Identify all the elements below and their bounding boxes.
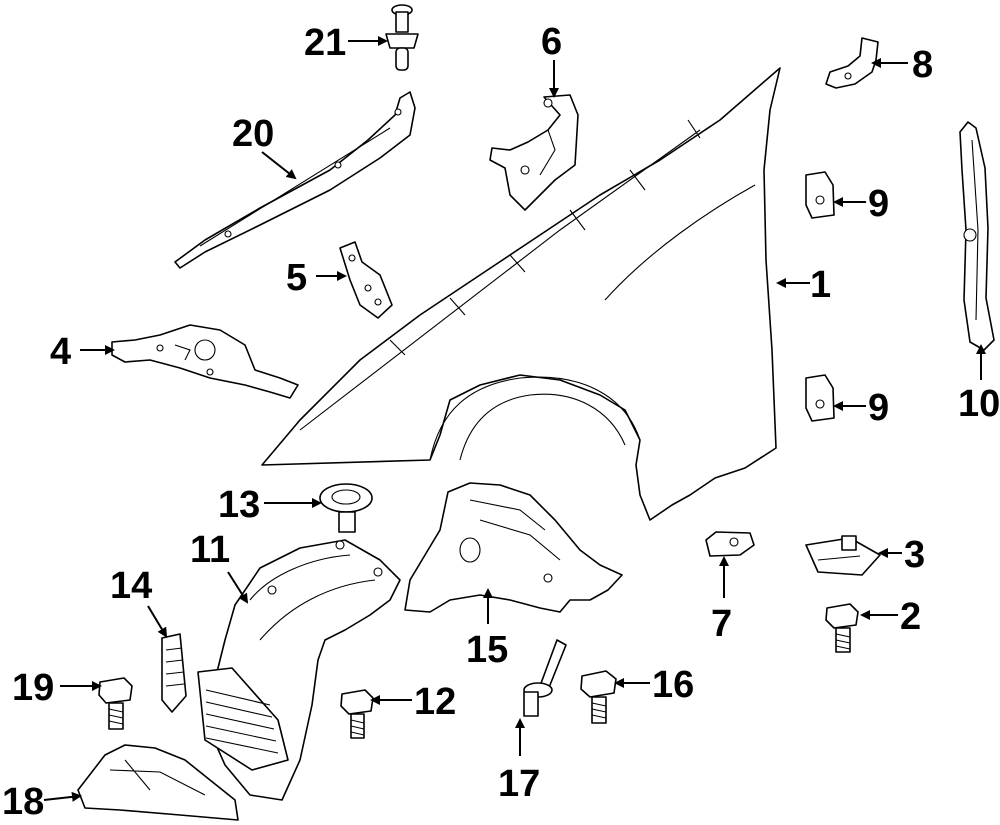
bracket-part-4[interactable] (111, 324, 299, 399)
callout-8: 8 (912, 44, 933, 86)
under-shield-part-18[interactable] (77, 744, 239, 821)
callout-15: 15 (466, 629, 508, 671)
fender-liner-part-11[interactable] (197, 539, 401, 801)
callout-21: 21 (304, 22, 346, 64)
callout-20: 20 (232, 113, 274, 155)
push-pin-part-21[interactable] (385, 4, 419, 71)
callout-6: 6 (541, 21, 562, 63)
rivet-part-17[interactable] (523, 639, 567, 717)
callout-11: 11 (190, 529, 230, 571)
callout-9-lower: 9 (868, 387, 889, 429)
callout-labels: 1 2 3 4 5 6 7 8 9 9 10 11 12 13 14 15 16… (2, 21, 1000, 823)
fender-part-1[interactable] (261, 67, 781, 521)
wheel-housing-part-15[interactable] (404, 482, 623, 613)
clip-part-7[interactable] (705, 531, 755, 557)
callout-13: 13 (218, 484, 260, 526)
bracket-part-8[interactable] (825, 37, 879, 89)
clip-part-9-upper[interactable] (805, 171, 835, 219)
clip-part-9-lower[interactable] (805, 374, 835, 422)
leader-lines (43, 36, 986, 802)
callout-19: 19 (12, 667, 54, 709)
callout-2: 2 (900, 596, 921, 638)
callout-9-upper: 9 (868, 183, 889, 225)
screw-part-16[interactable] (580, 670, 617, 724)
nut-clip-part-3[interactable] (805, 535, 881, 576)
callout-14: 14 (110, 565, 152, 607)
callout-4: 4 (50, 331, 71, 373)
bracket-part-6[interactable] (489, 94, 579, 211)
callout-18: 18 (2, 781, 44, 823)
rail-part-20[interactable] (174, 91, 416, 269)
screw-part-19[interactable] (98, 677, 133, 730)
callout-17: 17 (498, 763, 540, 805)
callout-12: 12 (414, 681, 456, 723)
bracket-part-14[interactable] (161, 633, 187, 713)
seal-part-10[interactable] (959, 121, 995, 351)
screw-part-12[interactable] (340, 689, 374, 739)
callout-1: 1 (810, 264, 831, 306)
bracket-part-5[interactable] (339, 241, 393, 319)
bolt-part-2[interactable] (825, 603, 859, 653)
callout-3: 3 (904, 534, 925, 576)
callout-7: 7 (711, 603, 732, 645)
callout-5: 5 (286, 257, 307, 299)
callout-16: 16 (652, 664, 694, 706)
push-clip-part-13[interactable] (319, 483, 373, 533)
callout-10: 10 (958, 383, 1000, 425)
